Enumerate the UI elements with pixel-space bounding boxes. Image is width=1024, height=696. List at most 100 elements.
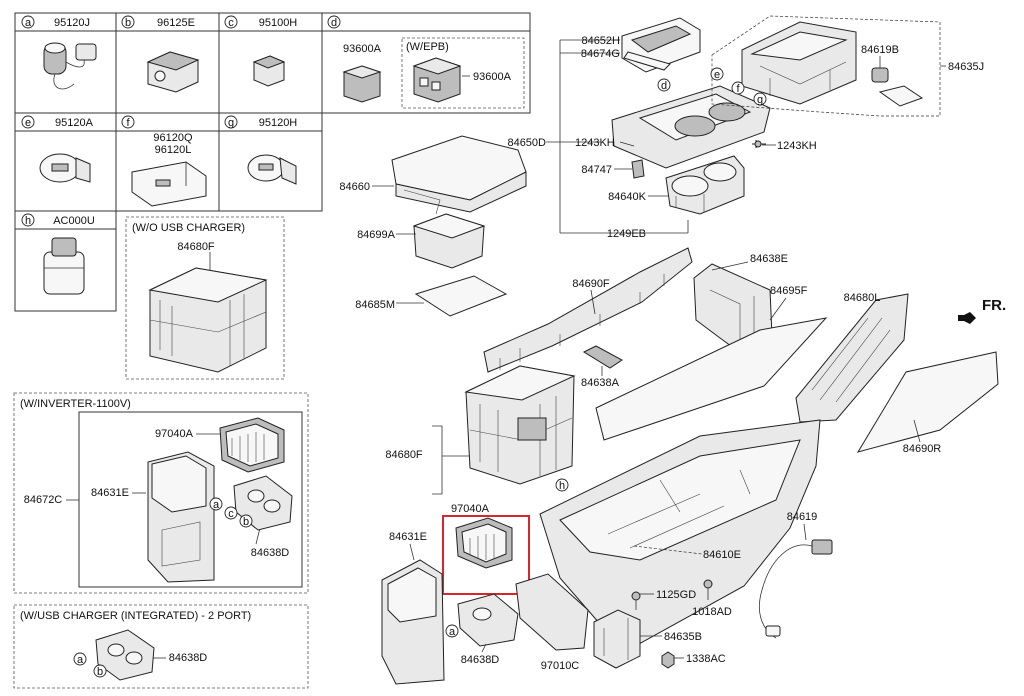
- wo-usb-part: 84680F: [177, 241, 215, 253]
- main-exploded-view: 84652H 84674G 84650D 1243KH 1243KH 84747: [339, 15, 1006, 685]
- nut-icon: [661, 651, 675, 669]
- inset-letter-f: f: [126, 117, 130, 129]
- usb-integrated-group: (W/USB CHARGER (INTEGRATED) - 2 PORT) 84…: [13, 604, 309, 689]
- label-84638E: 84638E: [750, 253, 788, 265]
- inset-part-g: 95120H: [259, 117, 298, 129]
- inverter-group: (W/INVERTER-1100V) 97040A 84672C 84631E …: [13, 392, 309, 594]
- label-84635B: 84635B: [664, 631, 702, 643]
- rear-panel-icon: [147, 451, 215, 583]
- console-top-trim: [621, 17, 701, 73]
- label-1125GD: 1125GD: [656, 589, 696, 601]
- storage-mat: [414, 275, 508, 317]
- inverter-title: (W/INVERTER-1100V): [20, 398, 131, 410]
- inset-letter-b: b: [125, 17, 131, 29]
- usb-port-icon: [43, 42, 97, 90]
- inset-part-e: 95120A: [55, 117, 94, 129]
- inset-part-c: 95100H: [259, 17, 298, 29]
- clip-84638A: [582, 345, 623, 369]
- label-84699A: 84699A: [357, 229, 396, 241]
- inset-letter-d: d: [331, 17, 337, 29]
- inset-cell-e: e 95120A: [21, 115, 94, 183]
- label-84638A: 84638A: [581, 377, 620, 389]
- console-bracket-icon: [148, 267, 268, 373]
- usb-assy-icon: [871, 67, 924, 107]
- trim-84695F: [595, 317, 828, 441]
- usb-integrated-part: 84638D: [169, 652, 208, 664]
- armrest-lid: [391, 135, 527, 215]
- label-84631E-main: 84631E: [389, 531, 427, 543]
- screw-icon: [752, 140, 766, 148]
- cover-84638D-main: [457, 593, 519, 647]
- label-84695F: 84695F: [770, 285, 808, 297]
- side-rail-lh: [483, 247, 693, 373]
- usb-module-icon: [131, 161, 207, 207]
- blank-cover-icon: [252, 55, 286, 87]
- cup-holder: [665, 155, 745, 215]
- usb-integrated-circle-a: a: [77, 654, 84, 666]
- label-1243KH-left: 1243KH: [575, 137, 615, 149]
- inset-cell-h: h AC000U: [21, 213, 95, 295]
- inverter-panel-part: 84631E: [91, 487, 129, 499]
- inset-cell-c: c 95100H: [224, 15, 298, 87]
- inset-letter-a: a: [25, 17, 32, 29]
- console-bracket-main: [464, 365, 576, 485]
- front-label: FR.: [982, 297, 1006, 314]
- side-panel-84680L: [795, 293, 909, 423]
- inset-cell-d: d 93600A (W/EPB) 93600A: [327, 15, 525, 109]
- console-upper-tray: [611, 85, 771, 169]
- inverter-circle-c: c: [228, 508, 234, 520]
- inverter-circle-b: b: [243, 516, 249, 528]
- label-1338AC: 1338AC: [686, 653, 726, 665]
- inset-letter-c: c: [228, 17, 234, 29]
- label-1018AD: 1018AD: [692, 606, 732, 618]
- wo-usb-title: (W/O USB CHARGER): [132, 222, 245, 234]
- callout-d: d: [661, 80, 667, 92]
- usb-socket-icon: [39, 153, 91, 183]
- epb-switch-icon: [412, 57, 462, 103]
- inset-letter-e: e: [25, 117, 31, 129]
- aux-jack-icon: [146, 51, 200, 93]
- callout-g: g: [757, 94, 763, 106]
- callout-e: e: [714, 69, 720, 81]
- callout-a-main: a: [449, 626, 456, 638]
- callout-f: f: [736, 83, 740, 95]
- callout-h: h: [559, 480, 565, 492]
- bolt-1018AD-icon: [703, 579, 713, 600]
- inset-part-f-2: 96120L: [155, 144, 192, 156]
- duct-97010C: [515, 573, 589, 651]
- usb-socket-g-icon: [247, 154, 297, 185]
- label-97010C: 97010C: [541, 660, 580, 672]
- front-arrow-icon: [958, 312, 976, 324]
- inverter-vent-part: 97040A: [155, 428, 194, 440]
- inverter-outer-part: 84672C: [24, 494, 63, 506]
- inset-part-a: 95120J: [54, 17, 90, 29]
- inset-epb-title: (W/EPB): [406, 41, 449, 53]
- inverter-cover-part: 84638D: [251, 547, 290, 559]
- inset-letter-h: h: [25, 215, 31, 227]
- inset-cell-b: b 96125E: [121, 15, 200, 93]
- label-84680L: 84680L: [844, 292, 881, 304]
- label-84685M: 84685M: [355, 299, 395, 311]
- label-84635J: 84635J: [948, 61, 984, 73]
- inset-epb-part: 93600A: [473, 71, 512, 83]
- label-84619: 84619: [787, 511, 818, 523]
- inset-cell-a: a 95120J: [21, 15, 97, 90]
- label-84640K: 84640K: [608, 191, 647, 203]
- storage-tray-assy: [741, 21, 857, 105]
- wiring-harness-84619: [759, 539, 833, 639]
- label-84638D-main: 84638D: [461, 654, 500, 666]
- bolt-icon: [631, 591, 641, 610]
- label-84680F-main: 84680F: [385, 449, 423, 461]
- inset-cell-f: f 96120Q 96120L: [121, 115, 207, 207]
- label-97040A: 97040A: [451, 503, 490, 515]
- usb-cover-icon: [95, 629, 155, 681]
- usb-integrated-title: (W/USB CHARGER (INTEGRATED) - 2 PORT): [20, 610, 251, 622]
- label-1243KH-right: 1243KH: [777, 140, 817, 152]
- label-84674G: 84674G: [581, 48, 620, 60]
- rear-vent-icon: [219, 417, 285, 473]
- label-84690F: 84690F: [572, 278, 610, 290]
- rear-vent-highlighted: 97040A: [442, 503, 530, 595]
- clip-icon: [631, 159, 645, 179]
- label-1249EB: 1249EB: [607, 228, 646, 240]
